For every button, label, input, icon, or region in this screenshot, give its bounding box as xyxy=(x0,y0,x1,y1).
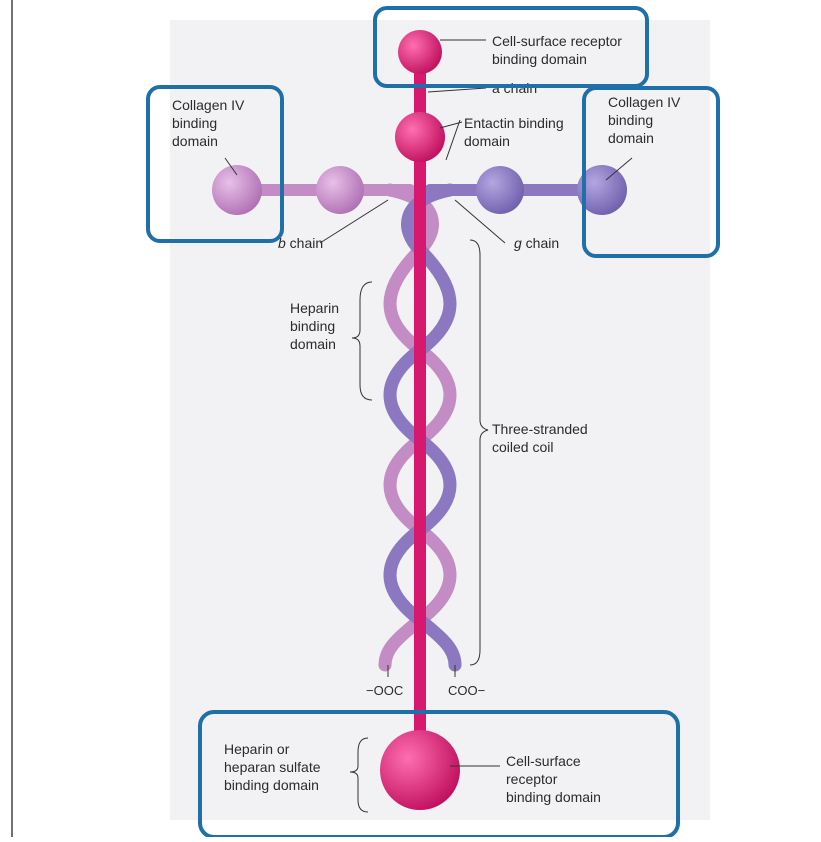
collagen-right-label-1: Collagen IV xyxy=(608,94,681,110)
collagen-left-label-2: binding xyxy=(172,115,217,131)
collagen-left-label-1: Collagen IV xyxy=(172,97,245,113)
entactin-label-1: Entactin binding xyxy=(464,115,564,131)
collagen-left-label-3: domain xyxy=(172,133,218,149)
beta-arm-sphere xyxy=(316,166,364,214)
g-chain-label: g chain xyxy=(514,235,559,251)
cell-surface-top-label-2: binding domain xyxy=(492,51,587,67)
heparin-sulfate-label-3: binding domain xyxy=(224,777,319,793)
cell-surface-bottom-label-2: receptor xyxy=(506,771,558,787)
cooh-left-label: −OOC xyxy=(366,683,403,698)
entactin-label-2: domain xyxy=(464,133,510,149)
cell-surface-bottom-label-3: binding domain xyxy=(506,789,601,805)
cell-surface-bottom-label-1: Cell-surface xyxy=(506,753,581,769)
coiled-coil-label-1: Three-stranded xyxy=(492,421,588,437)
beta-collagen-domain-sphere xyxy=(212,165,262,215)
alpha-entactin-sphere xyxy=(395,112,445,162)
cell-surface-top-label-1: Cell-surface receptor xyxy=(492,33,622,49)
collagen-right-label-2: binding xyxy=(608,112,653,128)
heparin-label-1: Heparin xyxy=(290,300,339,316)
heparin-label-3: domain xyxy=(290,336,336,352)
alpha-bottom-sphere xyxy=(380,730,460,810)
heparin-sulfate-label-2: heparan sulfate xyxy=(224,759,321,775)
collagen-right-label-3: domain xyxy=(608,130,654,146)
gamma-arm-sphere xyxy=(476,166,524,214)
alpha-top-sphere xyxy=(398,30,442,74)
heparin-label-2: binding xyxy=(290,318,335,334)
coiled-coil-label-2: coiled coil xyxy=(492,439,553,455)
heparin-sulfate-label-1: Heparin or xyxy=(224,741,290,757)
b-chain-label: b chain xyxy=(278,235,323,251)
cooh-right-label: COO− xyxy=(448,683,485,698)
